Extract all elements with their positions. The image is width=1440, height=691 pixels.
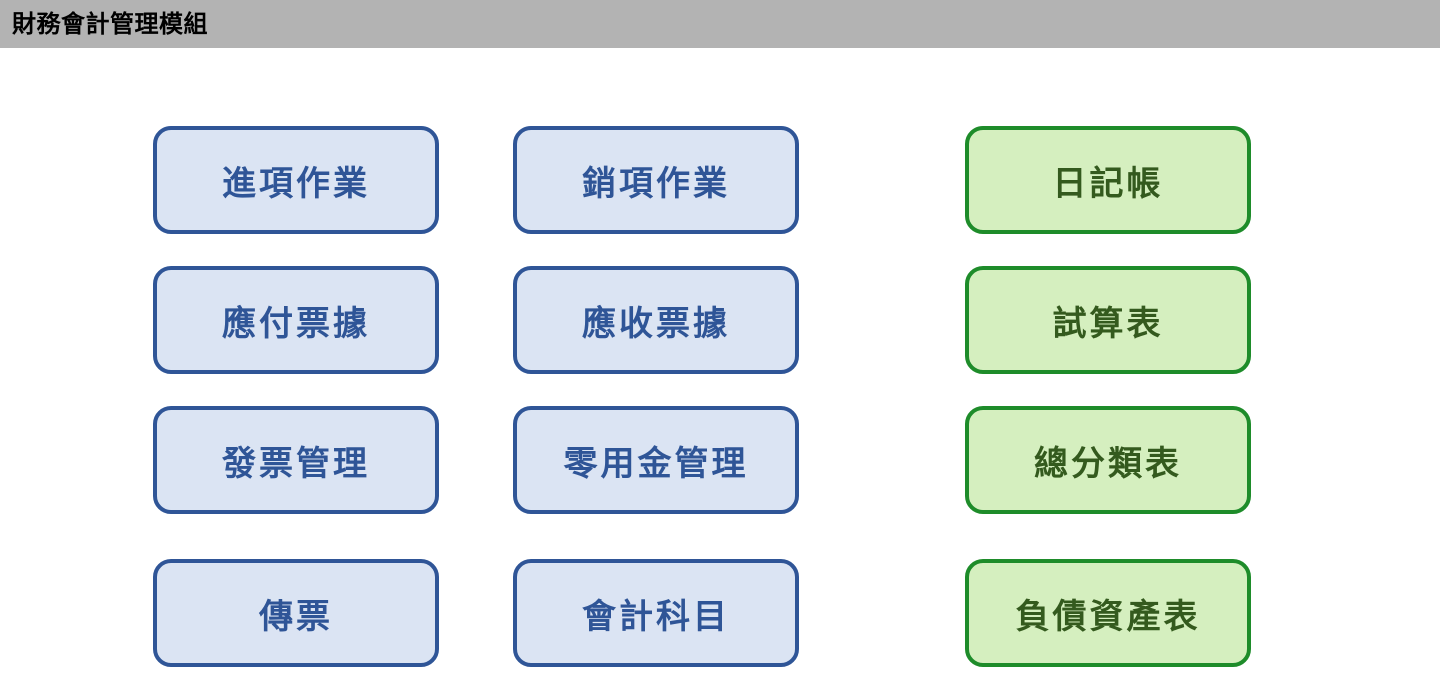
notes-receivable-button[interactable]: 應收票據 [513, 266, 799, 374]
chart-of-accounts-button[interactable]: 會計科目 [513, 559, 799, 667]
page-title: 財務會計管理模組 [12, 10, 208, 38]
purchase-operations-button[interactable]: 進項作業 [153, 126, 439, 234]
voucher-button[interactable]: 傳票 [153, 559, 439, 667]
header-bar: 財務會計管理模組 [0, 0, 1440, 48]
notes-payable-button[interactable]: 應付票據 [153, 266, 439, 374]
trial-balance-button[interactable]: 試算表 [965, 266, 1251, 374]
invoice-management-button[interactable]: 發票管理 [153, 406, 439, 514]
sales-operations-button[interactable]: 銷項作業 [513, 126, 799, 234]
petty-cash-management-button[interactable]: 零用金管理 [513, 406, 799, 514]
journal-button[interactable]: 日記帳 [965, 126, 1251, 234]
balance-sheet-button[interactable]: 負債資產表 [965, 559, 1251, 667]
general-ledger-button[interactable]: 總分類表 [965, 406, 1251, 514]
